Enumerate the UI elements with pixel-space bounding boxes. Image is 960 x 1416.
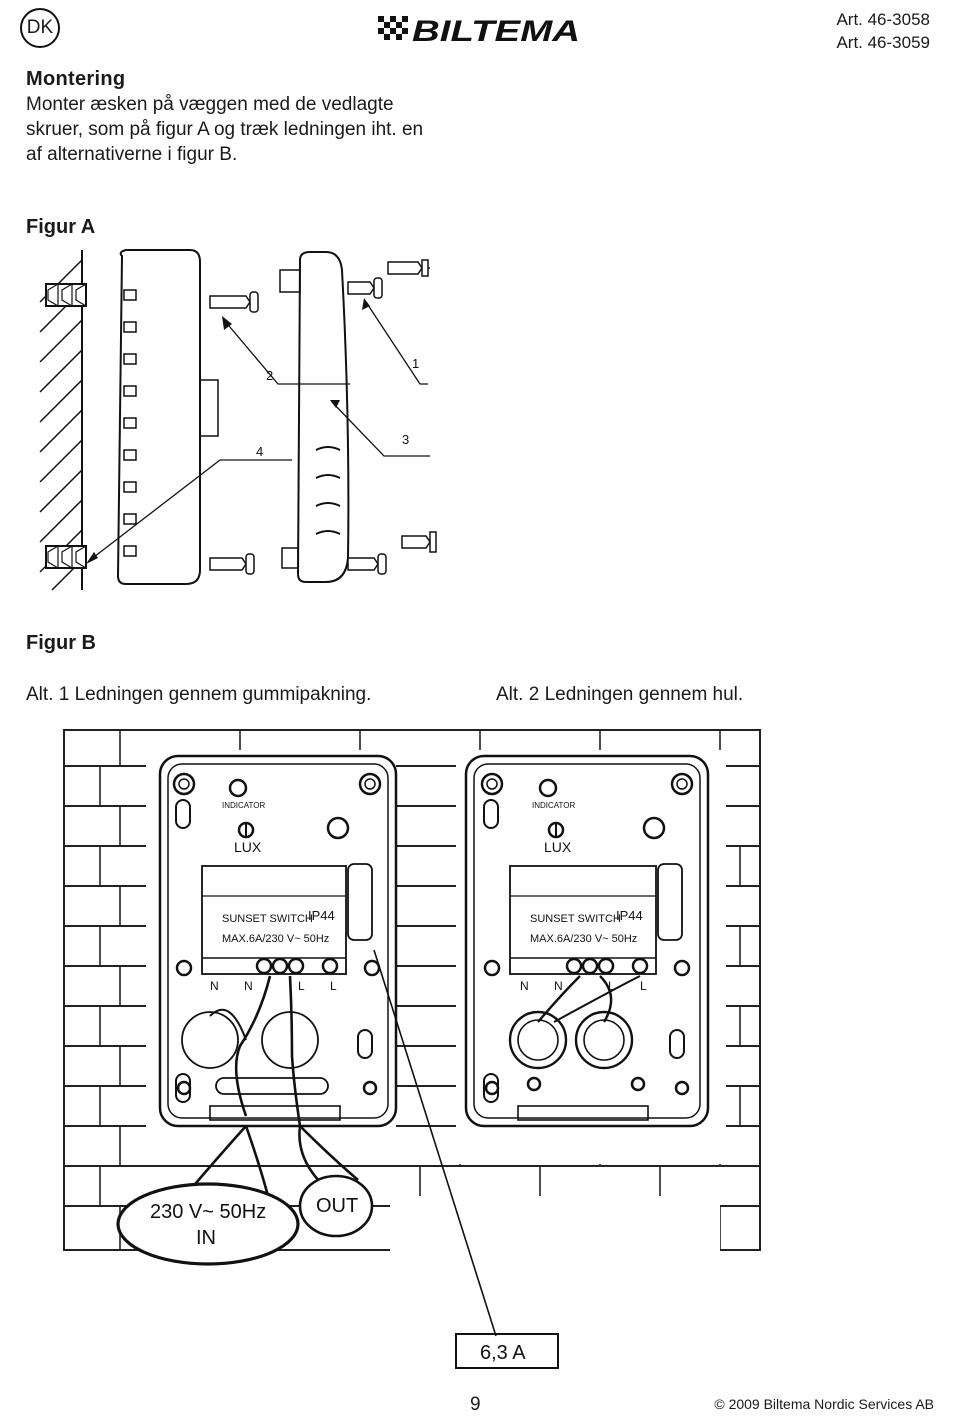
biltema-logo: BILTEMA	[378, 15, 580, 44]
screw-5	[209, 553, 255, 575]
article-numbers: Art. 46-3058 Art. 46-3059	[836, 8, 930, 54]
wall-plug-top	[45, 282, 87, 308]
terminal-label: L	[330, 979, 337, 993]
fuse-box	[455, 1333, 559, 1369]
input-in-label: IN	[196, 1227, 216, 1249]
screw-3	[347, 277, 383, 299]
device-rating: IP44	[308, 908, 335, 923]
base-box	[116, 249, 201, 585]
device-name: SUNSET SWITCH	[222, 913, 313, 925]
callout-2: 2	[266, 368, 273, 383]
terminal-label: N	[520, 979, 529, 993]
country-code: DK	[26, 17, 54, 38]
fuse-label: 6,3 A	[480, 1342, 526, 1364]
callout-3: 3	[402, 432, 409, 447]
alternative-2-caption: Alt. 2 Ledningen gennem hul.	[496, 684, 744, 705]
base-latch	[199, 379, 219, 437]
terminal-label: N	[210, 979, 219, 993]
copyright: © 2009 Biltema Nordic Services AB	[714, 1396, 934, 1412]
terminal-label: N	[244, 979, 253, 993]
intro-line: skruer, som på figur A og træk ledningen…	[26, 119, 424, 140]
article-number-2: Art. 46-3059	[836, 33, 930, 52]
leader-2	[223, 319, 350, 385]
indicator-label: INDICATOR	[532, 801, 575, 810]
intro-line: af alternativerne i figur B.	[26, 144, 238, 165]
cover-slots	[315, 446, 341, 535]
terminal-label: L	[298, 979, 305, 993]
wall-hatching	[39, 259, 83, 591]
input-voltage-label: 230 V~ 50Hz	[150, 1201, 266, 1223]
indicator-label: INDICATOR	[222, 801, 265, 810]
leader-1	[365, 301, 428, 385]
figure-b-label: Figur B	[26, 632, 96, 654]
lux-label: LUX	[544, 839, 572, 855]
leader-3	[331, 401, 430, 457]
terminal-label: L	[640, 979, 647, 993]
screw-2	[209, 291, 259, 313]
leader-4	[89, 459, 292, 561]
intro-line: Monter æsken på væggen med de vedlagte	[26, 94, 394, 115]
page-number: 9	[470, 1394, 481, 1415]
brand-wordmark: BILTEMA	[412, 15, 580, 44]
callout-1: 1	[412, 356, 419, 371]
screw-1	[387, 259, 430, 277]
cable-out-2	[299, 1125, 359, 1181]
input-bubble	[116, 1182, 300, 1266]
fuse-lead	[373, 949, 497, 1337]
terminal-label: N	[554, 979, 563, 993]
wall-plug-bottom	[45, 544, 87, 570]
figure-a-mounting-diagram: 2 1 3 4	[39, 249, 437, 591]
country-badge: DK	[20, 8, 60, 48]
cable-in-2	[244, 1125, 270, 1197]
device-spec: MAX.6A/230 V~ 50Hz	[530, 933, 637, 945]
output-label: OUT	[316, 1195, 358, 1217]
device-alt2	[464, 754, 710, 1128]
article-number-1: Art. 46-3058	[836, 10, 930, 29]
cover	[296, 251, 350, 583]
device-spec: MAX.6A/230 V~ 50Hz	[222, 933, 329, 945]
device-rating: IP44	[616, 908, 643, 923]
alternative-1-caption: Alt. 1 Ledningen gennem gummipakning.	[26, 684, 372, 705]
intro-text: Monter æsken på væggen med de vedlagte s…	[26, 92, 496, 167]
terminal-label: L	[608, 979, 615, 993]
callout-4: 4	[256, 444, 263, 459]
screw-4	[401, 531, 437, 553]
device-alt1	[158, 754, 398, 1128]
cable-out	[298, 1125, 321, 1183]
figure-b-wiring-diagram: INDICATOR LUX SUNSET SWITCH IP44 MAX.6A/…	[63, 729, 764, 1376]
device-name: SUNSET SWITCH	[530, 913, 621, 925]
lux-label: LUX	[234, 839, 262, 855]
base-ribs	[123, 289, 137, 557]
output-bubble	[298, 1174, 374, 1238]
section-heading: Montering	[26, 68, 126, 90]
figure-a-label: Figur A	[26, 216, 96, 238]
screw-6	[347, 553, 387, 575]
